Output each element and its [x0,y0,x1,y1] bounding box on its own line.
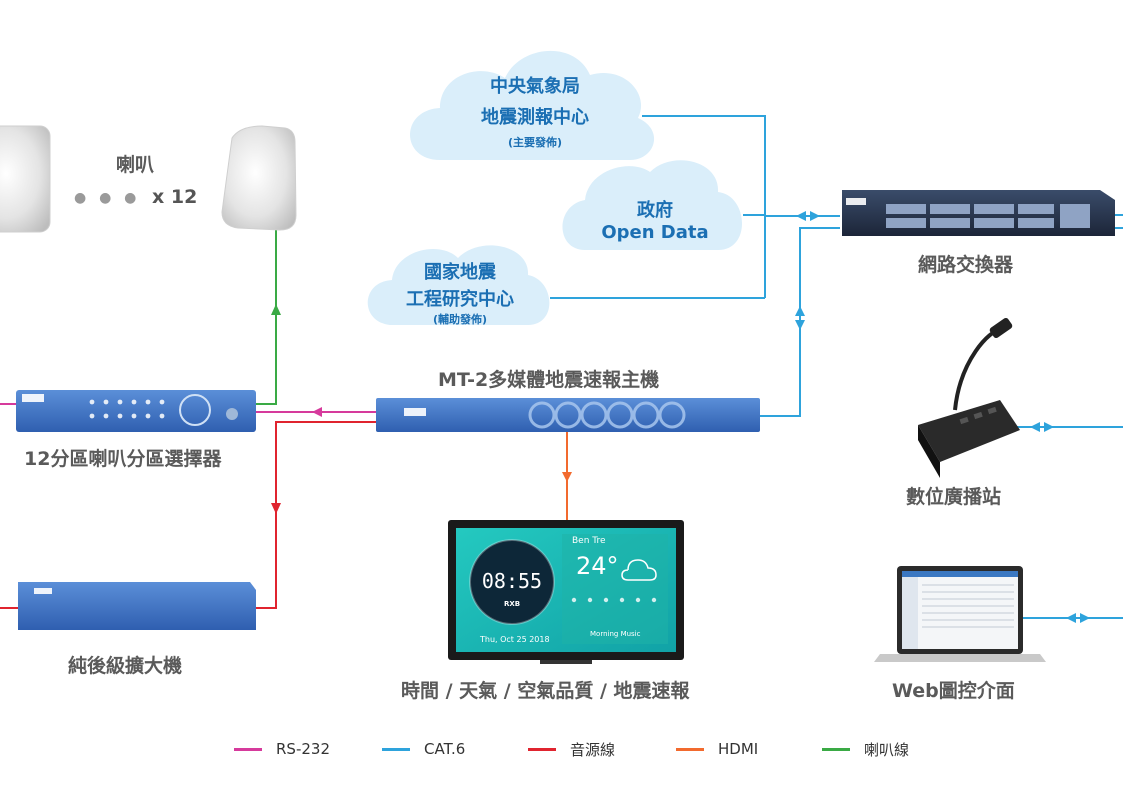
legend-label: 音源線 [570,740,616,759]
audio-cable [0,421,376,609]
legend-label: RS-232 [276,740,330,758]
legend-label: 喇叭線 [864,740,910,759]
amplifier-label: 純後級擴大機 [68,655,183,677]
laptop-device [874,566,1046,662]
cloud-ncree-line1: 國家地震 [424,262,496,283]
hdmi-cable [562,432,572,520]
zone-selector-device [16,390,256,432]
cloud-gov-line2: Open Data [601,222,709,243]
legend-item: HDMI [676,738,758,760]
cat6-arrows [795,211,1090,623]
broadcast-station-device [918,317,1020,478]
cloud-cwb [410,50,655,161]
main-unit-label: MT-2多媒體地震速報主機 [438,369,660,391]
legend-swatch [822,747,850,751]
legend-item: RS-232 [234,738,330,760]
cloud-gov [562,160,743,250]
cloud-cwb-note: (主要發佈) [507,136,563,149]
rs232-cable [0,403,376,417]
cloud-cwb-line2: 地震測報中心 [481,107,589,128]
speaker-left [0,125,51,233]
legend-swatch [382,747,410,751]
screen-music: Morning Music [590,630,641,638]
legend-item: 音源線 [528,738,615,760]
web-label: Web圖控介面 [892,680,1015,702]
cloud-ncree-line2: 工程研究中心 [406,289,514,310]
screen-city: Ben Tre [572,536,606,546]
switch-label: 網路交換器 [918,254,1014,276]
screen-date: Thu, Oct 25 2018 [480,635,550,644]
screen-clock-brand: RXB [503,600,521,608]
cloud-ncree-note: (輔助發佈) [432,313,488,326]
speakers-count: x 12 [152,186,198,208]
speakers-dots: ● ● ● [74,190,141,206]
legend-label: CAT.6 [424,740,466,758]
speaker-cable [256,230,281,405]
legend-swatch [676,747,704,751]
zone-selector-label: 12分區喇叭分區選擇器 [24,448,222,470]
cloud-ncree [367,245,550,325]
screen-clock: 08:55 [481,569,543,593]
main-unit-device [376,398,760,432]
amplifier-device [18,582,256,630]
legend-item: 喇叭線 [822,738,909,760]
legend-item: CAT.6 [382,738,465,760]
display-device [448,520,684,664]
network-switch-device [842,190,1115,236]
speakers-label: 喇叭 [116,154,155,176]
screen-temp: 24° [576,552,619,580]
speaker-right [221,125,297,231]
legend-swatch [234,747,262,751]
cloud-gov-line1: 政府 [637,200,673,221]
broadcast-station-label: 數位廣播站 [906,486,1002,508]
display-label: 時間 / 天氣 / 空氣品質 / 地震速報 [401,680,690,702]
legend-swatch [528,747,556,751]
legend-label: HDMI [718,740,759,758]
cloud-cwb-line1: 中央氣象局 [490,76,580,97]
